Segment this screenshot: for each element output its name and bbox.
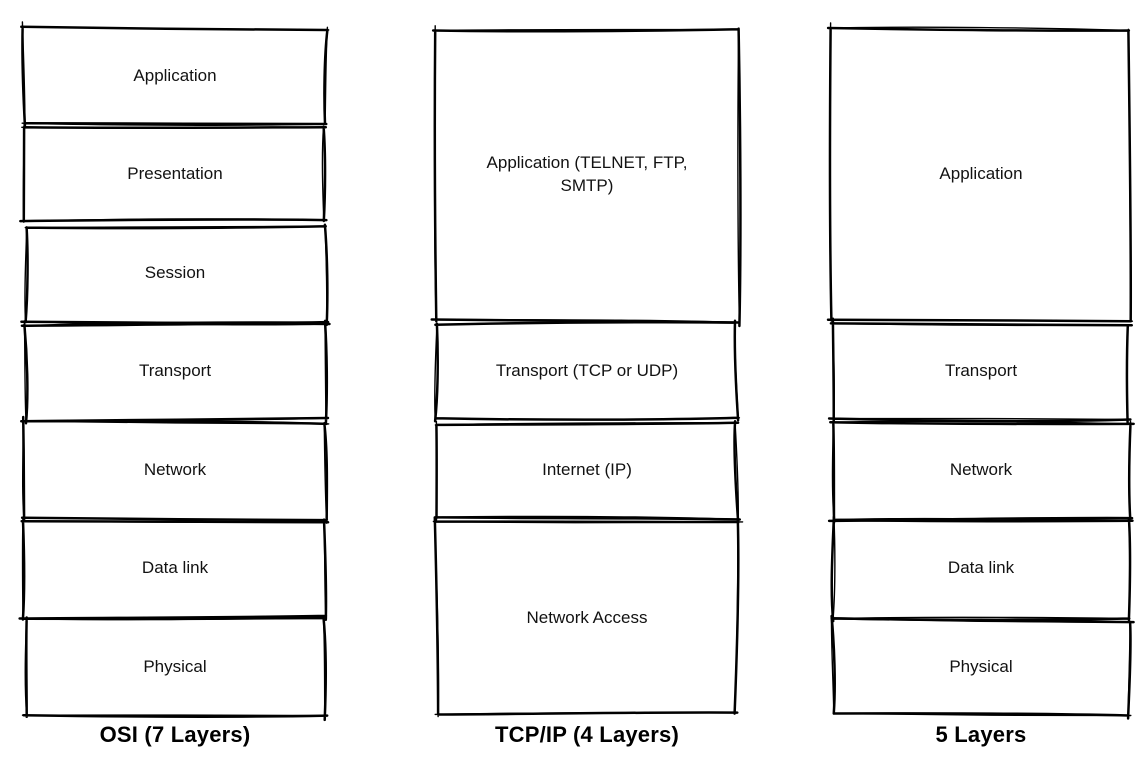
layer-box: Application [826,21,1134,322]
layer-box: Transport (TCP or UDP) [433,319,741,423]
layer-label: Data link [947,558,1015,578]
layer-label: Transport (TCP or UDP) [495,361,679,381]
layer-box: Transport [827,317,1134,424]
layer-label: Application (TELNET, FTP, SMTP) [486,152,688,195]
layer-box: Session [20,223,331,326]
layer-box: Network [20,415,330,524]
layer-box: Network [827,420,1135,524]
layer-label: Physical [949,656,1013,676]
caption-osi: OSI (7 Layers) [99,722,251,747]
layer-box: Presentation [19,123,328,223]
layer-box: Application [20,20,330,127]
layer-label: Physical [143,656,207,676]
layer-label: Network [143,459,207,479]
layer-box: Data link [18,517,330,622]
layer-box: Internet (IP) [433,419,742,525]
layer-label: Transport [138,361,212,381]
column-tcpip: Application (TELNET, FTP, SMTP) Transport… [430,0,744,766]
layer-box: Data link [830,515,1134,623]
layer-box: Application (TELNET, FTP, SMTP) [430,24,742,327]
layer-box: Physical [830,614,1135,720]
layer-label: Data link [141,558,209,578]
layer-label: Presentation [127,164,223,184]
layer-label: Transport [944,361,1018,381]
caption-tcpip: TCP/IP (4 Layers) [495,722,679,747]
layer-label: Application [939,164,1023,184]
layer-label: Application [133,65,217,85]
layer-box: Physical [21,614,329,721]
caption-5layers: 5 Layers [935,722,1027,747]
layer-label: Network [949,459,1013,479]
layer-label: Internet (IP) [542,459,632,479]
layer-label: Session [144,262,206,282]
layer-box: Transport [20,319,330,425]
layer-box: Network Access [432,516,744,718]
layer-label: Network Access [526,607,648,627]
